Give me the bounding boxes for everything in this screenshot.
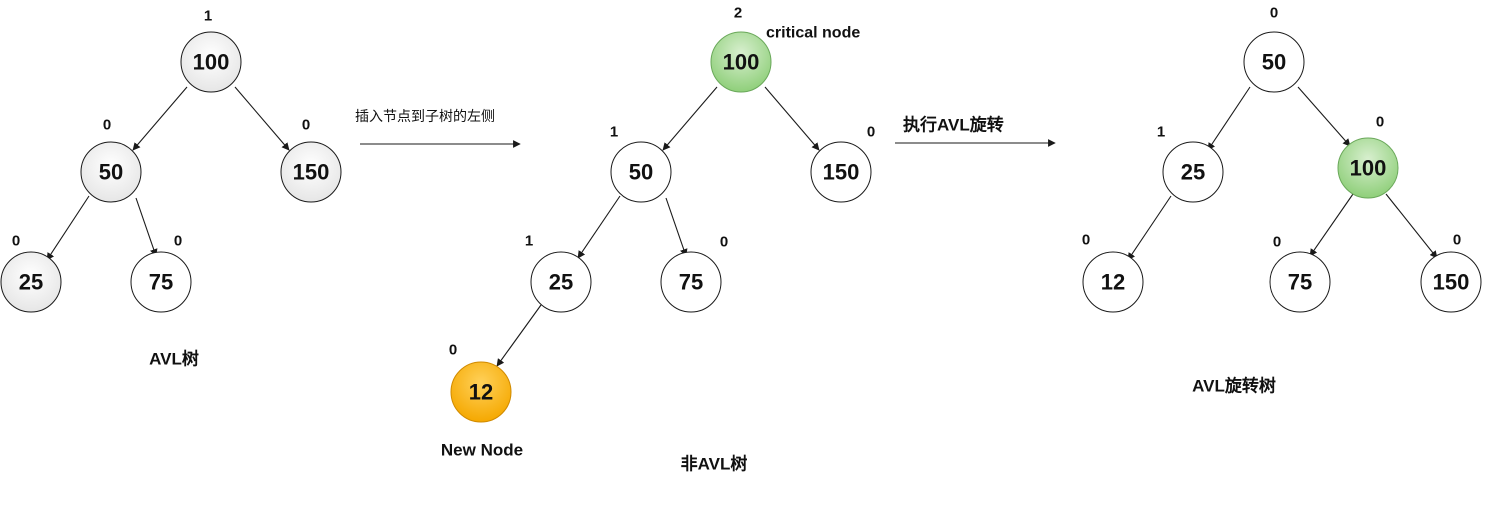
- node-value: 100: [723, 50, 760, 75]
- edge-t3-25-12: [1127, 195, 1172, 261]
- balance-factor: 0: [1082, 232, 1090, 249]
- edge-t2-50-75: [665, 197, 688, 257]
- node-circle: [180, 31, 242, 93]
- balance-factor: 0: [302, 117, 310, 134]
- node-value: 50: [1262, 50, 1286, 75]
- balance-factor: 1: [204, 8, 212, 25]
- tree-node: 50 0: [1243, 5, 1305, 93]
- tree-caption: AVL旋转树: [1192, 376, 1276, 396]
- balance-factor: 0: [1376, 114, 1384, 131]
- node-value: 25: [1181, 160, 1205, 185]
- tree-node: 100 2: [710, 5, 772, 93]
- balance-factor: 0: [103, 117, 111, 134]
- step-insert: 插入节点到子树的左侧: [355, 108, 521, 148]
- tree-node: 150 0: [280, 117, 342, 203]
- tree-caption: 非AVL树: [681, 454, 748, 474]
- tree-node: 12 0: [449, 342, 512, 423]
- edge-t3-50-25: [1207, 86, 1251, 151]
- tree-node: 100 1: [180, 8, 242, 93]
- tree-node: 50 0: [80, 117, 142, 203]
- new-node-label: New Node: [441, 441, 523, 460]
- balance-factor: 0: [449, 342, 457, 359]
- balance-factor: 0: [174, 233, 182, 250]
- edge-t2-100-50: [662, 86, 718, 151]
- node-value: 75: [149, 270, 173, 295]
- node-circle: [280, 141, 342, 203]
- tree-node: 100 0: [1337, 114, 1399, 199]
- critical-node-label: critical node: [766, 25, 860, 42]
- tree-node: 12 0: [1082, 232, 1144, 313]
- node-circle-highlight: [1337, 137, 1399, 199]
- node-circle: [1243, 31, 1305, 93]
- node-value: 25: [19, 270, 43, 295]
- tree-avl: 100 1 50 0 150 0 25 0 75 0 AVL树: [0, 8, 342, 369]
- node-circle: [660, 251, 722, 313]
- tree-rotated: 50 0 25 1 100 0 12 0 75 0 150 0 AVL旋转树: [1082, 5, 1482, 396]
- tree-node: 75 0: [660, 234, 728, 313]
- tree-node: 25 1: [525, 233, 592, 313]
- balance-factor: 0: [1453, 232, 1461, 249]
- edge-t2-100-150: [764, 86, 820, 151]
- node-circle: [0, 251, 62, 313]
- balance-factor: 0: [1270, 5, 1278, 22]
- balance-factor: 1: [525, 233, 533, 250]
- tree-node: 25 0: [0, 233, 62, 313]
- node-value: 50: [629, 160, 653, 185]
- tree-node: 50 1: [610, 124, 672, 203]
- edge-t1-50-25: [46, 195, 90, 261]
- node-value: 12: [469, 380, 493, 405]
- tree-node: 75 0: [1269, 234, 1331, 313]
- node-circle: [130, 251, 192, 313]
- node-value: 100: [193, 50, 230, 75]
- node-value: 50: [99, 160, 123, 185]
- tree-node: 150 0: [1420, 232, 1482, 313]
- balance-factor: 0: [720, 234, 728, 251]
- node-value: 25: [549, 270, 573, 295]
- node-circle: [1082, 251, 1144, 313]
- edge-t2-25-12: [496, 304, 542, 367]
- node-value: 75: [1288, 270, 1312, 295]
- node-circle: [530, 251, 592, 313]
- node-circle: [1420, 251, 1482, 313]
- step-rotate: 执行AVL旋转: [895, 115, 1056, 147]
- tree-node: 75 0: [130, 233, 192, 313]
- node-circle: [1162, 141, 1224, 203]
- node-value: 150: [1433, 270, 1470, 295]
- node-circle: [810, 141, 872, 203]
- tree-non-avl: 100 2 critical node 50 1 150 0 25 1 75 0…: [441, 5, 875, 474]
- node-circle: [80, 141, 142, 203]
- edge-t1-50-75: [135, 197, 158, 257]
- edge-t3-100-75: [1309, 193, 1354, 257]
- node-circle-critical: [710, 31, 772, 93]
- node-circle: [610, 141, 672, 203]
- node-value: 150: [293, 160, 330, 185]
- node-value: 75: [679, 270, 703, 295]
- balance-factor: 2: [734, 5, 742, 22]
- edge-t2-50-25: [577, 195, 621, 259]
- balance-factor: 1: [1157, 124, 1165, 141]
- node-value: 100: [1350, 156, 1387, 181]
- node-circle: [1269, 251, 1331, 313]
- edge-t3-50-100: [1297, 86, 1351, 147]
- tree-node: 25 1: [1157, 124, 1224, 203]
- tree-caption: AVL树: [149, 350, 199, 369]
- node-circle-new: [450, 361, 512, 423]
- node-value: 12: [1101, 270, 1125, 295]
- edge-t1-100-150: [234, 86, 290, 151]
- edge-t1-100-50: [132, 86, 188, 151]
- step-label: 执行AVL旋转: [903, 115, 1004, 135]
- balance-factor: 1: [610, 124, 618, 141]
- balance-factor: 0: [1273, 234, 1281, 251]
- node-value: 150: [823, 160, 860, 185]
- step-label: 插入节点到子树的左侧: [355, 108, 495, 124]
- tree-node: 150 0: [810, 124, 875, 203]
- balance-factor: 0: [12, 233, 20, 250]
- balance-factor: 0: [867, 124, 875, 141]
- edge-t3-100-150: [1385, 193, 1438, 259]
